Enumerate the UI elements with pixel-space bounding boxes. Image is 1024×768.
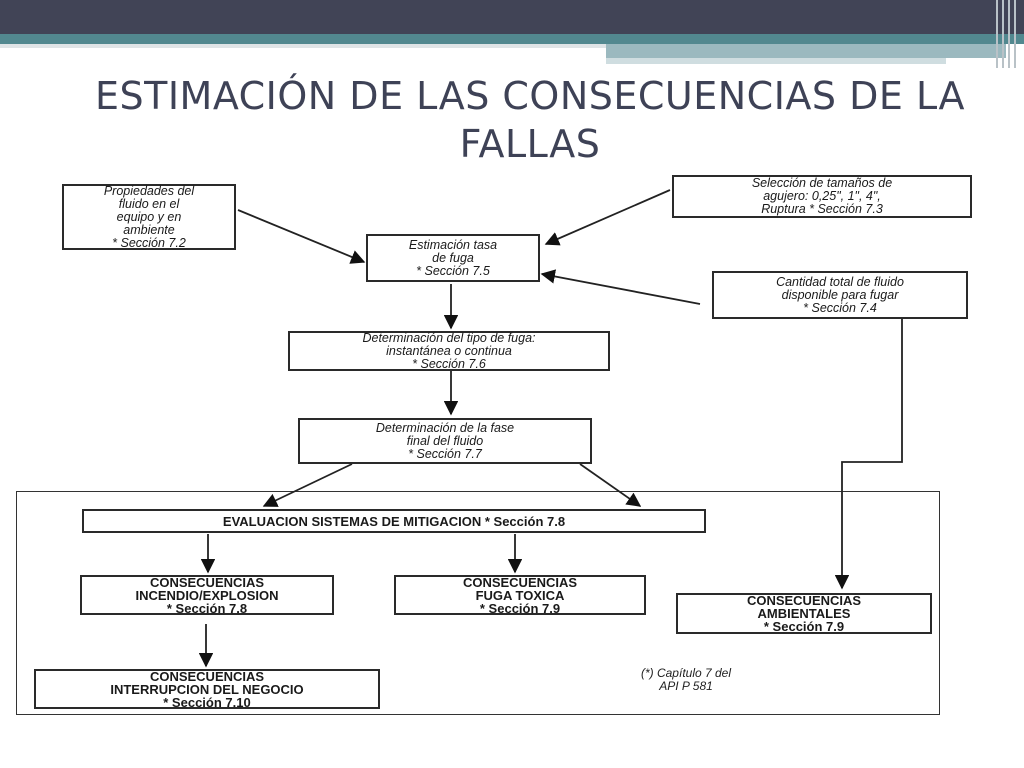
arrow-cantidad-to-tasa [540,269,701,305]
box-propiedades: Propiedades del fluido en el equipo y en… [62,184,236,250]
mitigation-frame [16,491,940,715]
box-seleccion: Selección de tamaños de agujero: 0,25", … [672,175,972,218]
box-negocio: CONSECUENCIAS INTERRUPCION DEL NEGOCIO *… [34,669,380,709]
box-toxica: CONSECUENCIAS FUGA TOXICA * Sección 7.9 [394,575,646,615]
box-mitigacion: EVALUACION SISTEMAS DE MITIGACION * Secc… [82,509,706,533]
arrow-fase-to-mitigacion-left [262,463,353,507]
corner-line [1008,0,1010,68]
accent-stripe-right [606,44,1006,58]
slide-title: ESTIMACIÓN DE LAS CONSECUENCIAS DE LA FA… [94,74,965,166]
accent-stripe [0,34,1024,44]
accent-stripe-light [0,44,606,48]
box-tasa-fuga: Estimación tasa de fuga * Sección 7.5 [366,234,540,282]
box-cantidad: Cantidad total de fluido disponible para… [712,271,968,319]
accent-stripe-right-light [606,58,946,64]
corner-line [1002,0,1004,68]
box-ambientales: CONSECUENCIAS AMBIENTALES * Sección 7.9 [676,593,932,634]
box-tipo-fuga: Determinación del tipo de fuga: instantá… [288,331,610,371]
header-bar [0,0,1024,34]
arrow-fase-to-mitigacion-right [579,463,642,507]
box-fase: Determinación de la fase final del fluid… [298,418,592,464]
footnote: (*) Capítulo 7 del API P 581 [640,666,732,693]
arrow-cantidad-to-ambientales [834,318,903,590]
corner-line [996,0,998,68]
box-incendio: CONSECUENCIAS INCENDIO/EXPLOSION * Secci… [80,575,334,615]
corner-line [1014,0,1016,68]
arrow-seleccion-to-tasa [544,189,671,246]
arrow-propiedades-to-tasa [237,209,366,264]
